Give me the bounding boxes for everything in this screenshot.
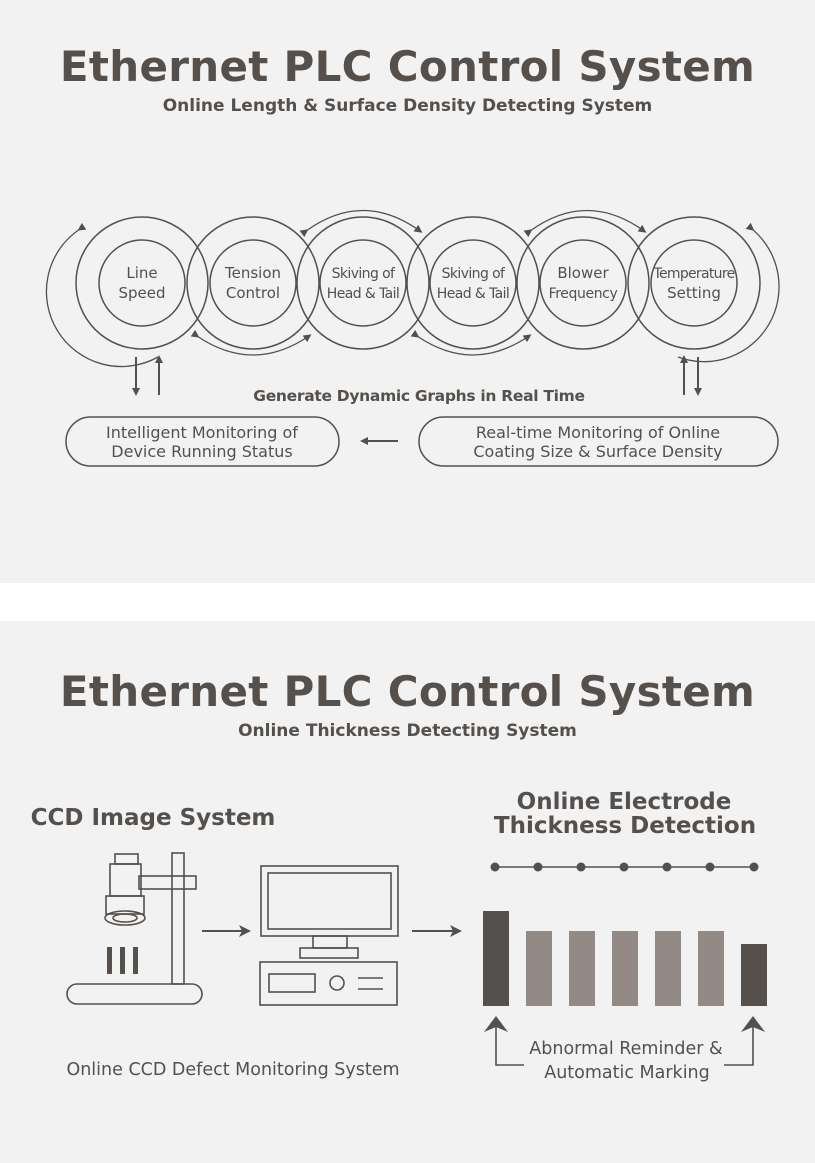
- length-density-panel: Ethernet PLC Control System Online Lengt…: [0, 0, 815, 583]
- bar-normal: [569, 931, 595, 1006]
- panel-subtitle: Online Length & Surface Density Detectin…: [162, 96, 653, 116]
- bar-normal: [698, 931, 724, 1006]
- thickness-bars: [483, 911, 767, 1006]
- connector-arc-bottom-2: [410, 329, 532, 356]
- box-left-line1: Intelligent Monitoring of: [106, 423, 298, 442]
- connector-arc-top-2: [523, 209, 647, 238]
- ccd-caption: Online CCD Defect Monitoring System: [66, 1060, 399, 1080]
- circle-label-1b: Speed: [118, 284, 165, 302]
- bar-normal: [526, 931, 552, 1006]
- abnormal-line1: Abnormal Reminder &: [529, 1039, 723, 1059]
- circle-skiving-1: Skiving of Head & Tail: [296, 216, 430, 350]
- loop-arc-right: [677, 222, 780, 363]
- graphs-caption: Generate Dynamic Graphs in Real Time: [253, 387, 584, 405]
- panel-title-2: Ethernet PLC Control System: [59, 667, 756, 716]
- electrode-heading-2: Thickness Detection: [494, 813, 756, 839]
- circle-label-2a: Tension: [224, 264, 281, 282]
- box-left-line2: Device Running Status: [111, 442, 292, 461]
- box-right-line1: Real-time Monitoring of Online: [476, 423, 720, 442]
- box-realtime-monitoring: Real-time Monitoring of Online Coating S…: [418, 416, 779, 467]
- bar-normal: [655, 931, 681, 1006]
- arrow-up-icon-right: [724, 1016, 765, 1066]
- arrow-up-down-left-icon: [132, 355, 163, 396]
- connector-arc-bottom-1: [190, 329, 312, 356]
- abnormal-line2: Automatic Marking: [544, 1063, 710, 1083]
- electrode-heading-1: Online Electrode: [517, 789, 732, 815]
- bar-normal: [612, 931, 638, 1006]
- circle-label-4a: Skiving of: [442, 266, 506, 282]
- circle-blower-frequency: Blower Frequency: [516, 216, 650, 350]
- bar-abnormal-right: [741, 944, 767, 1006]
- bar-abnormal-left: [483, 911, 509, 1006]
- panel-subtitle-2: Online Thickness Detecting System: [238, 721, 577, 741]
- sensor-rail: [490, 862, 759, 872]
- ccd-heading: CCD Image System: [31, 805, 276, 831]
- circle-label-6b: Setting: [667, 284, 721, 302]
- circle-label-4b: Head & Tail: [437, 286, 509, 302]
- circle-label-6a: Temperature: [653, 266, 735, 282]
- circle-skiving-2: Skiving of Head & Tail: [406, 216, 540, 350]
- circle-tension-control: Tension Control: [186, 216, 320, 350]
- loop-arc-left: [45, 222, 159, 368]
- computer-monitor-icon: [259, 865, 399, 1006]
- arrow-up-down-right-icon: [680, 355, 702, 396]
- connector-arc-top-1: [299, 209, 423, 238]
- panel-title: Ethernet PLC Control System: [59, 42, 756, 91]
- circle-label-3b: Head & Tail: [327, 286, 399, 302]
- circle-label-2b: Control: [226, 284, 280, 302]
- circle-label-3a: Skiving of: [332, 266, 396, 282]
- circle-label-1a: Line: [126, 264, 157, 282]
- box-device-status: Intelligent Monitoring of Device Running…: [65, 416, 340, 467]
- arrow-up-icon-left: [484, 1016, 524, 1066]
- box-right-line2: Coating Size & Surface Density: [473, 442, 722, 461]
- ccd-camera-icon: [66, 852, 203, 1005]
- thickness-panel: Ethernet PLC Control System Online Thick…: [0, 621, 815, 1163]
- circle-line-speed: Line Speed: [75, 216, 209, 350]
- circle-temperature-setting: Temperature Setting: [627, 216, 761, 350]
- circle-label-5b: Frequency: [549, 286, 618, 302]
- control-loop-diagram: Line Speed Tension Control Skiving of He…: [45, 209, 780, 467]
- circle-label-5a: Blower: [557, 264, 609, 282]
- thickness-diagram: CCD Image System Online Electrode Thickn…: [31, 789, 767, 1083]
